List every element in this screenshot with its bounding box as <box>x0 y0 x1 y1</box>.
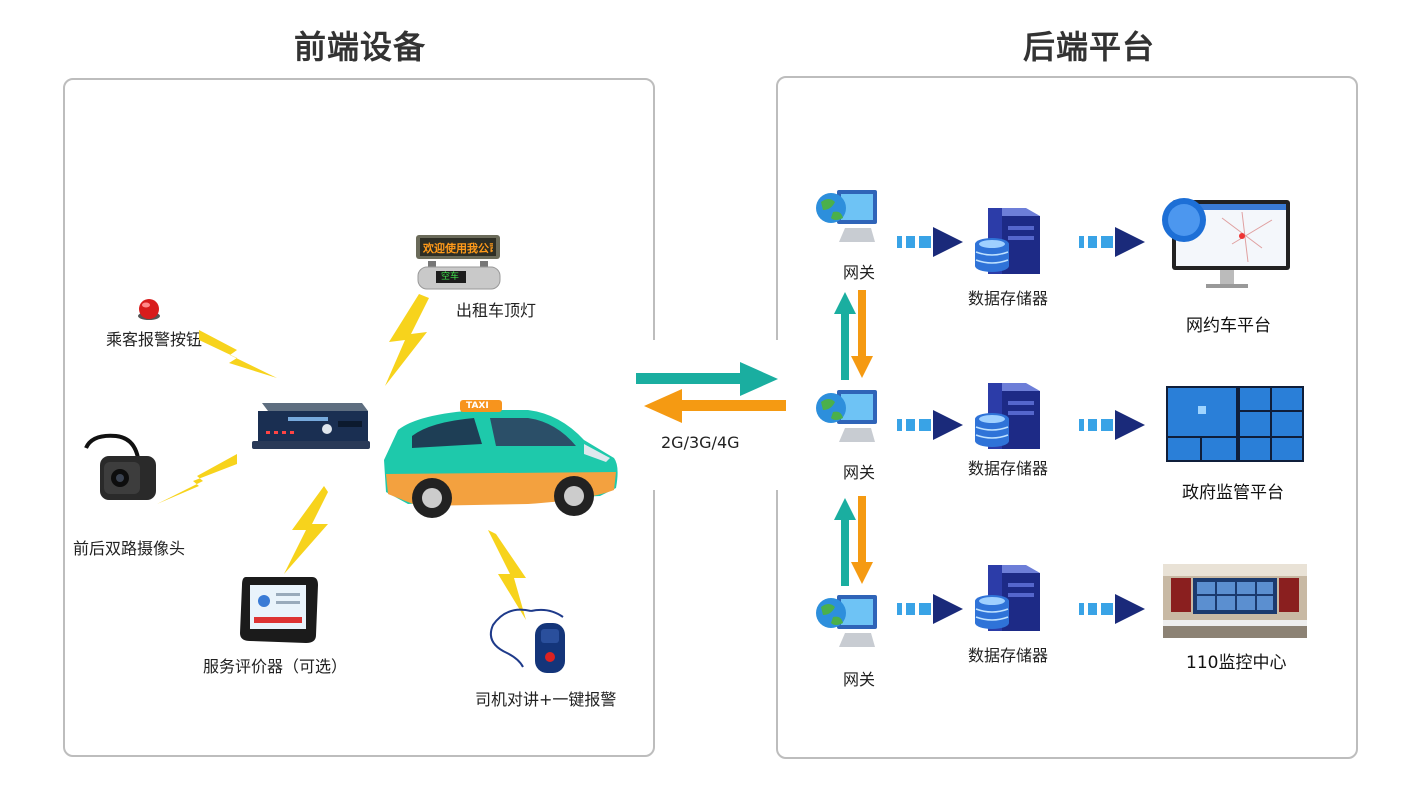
gateway-computer-icon <box>816 390 877 442</box>
gateway-computer-icon <box>816 595 877 647</box>
video-wall-icon <box>1166 386 1304 462</box>
uplink-arrow-icon <box>636 362 778 396</box>
data-storage-label: 数据存储器 <box>968 646 1049 665</box>
dashed-arrow-icon <box>897 227 963 257</box>
lightning-bolt-icon <box>157 454 237 504</box>
lightning-bolt-icon <box>385 294 429 386</box>
front-end-title: 前端设备 <box>294 28 427 66</box>
taxi-car-image <box>384 400 618 518</box>
government-platform-label: 政府监管平台 <box>1182 483 1284 503</box>
alarm-button-icon <box>138 299 160 320</box>
taxi-roof-sign-text: TAXI <box>466 401 489 411</box>
gateway-label: 网关 <box>843 670 876 689</box>
dashed-arrow-icon <box>1079 410 1145 440</box>
lightning-bolt-icon <box>488 530 526 620</box>
vertical-down-arrow-icon <box>851 290 873 378</box>
vertical-up-arrow-icon <box>834 292 856 380</box>
service-evaluator-icon <box>240 577 318 643</box>
dashed-arrow-icon <box>897 410 963 440</box>
lightning-bolt-icon <box>199 330 277 378</box>
ride-hailing-platform-label: 网约车平台 <box>1186 316 1271 336</box>
alarm-button-label: 乘客报警按钮 <box>106 330 203 349</box>
dashed-arrow-icon <box>1079 594 1145 624</box>
service-evaluator-label: 服务评价器（可选） <box>203 657 348 676</box>
data-storage-server-icon <box>975 383 1040 449</box>
data-storage-server-icon <box>975 565 1040 631</box>
intercom-label: 司机对讲+一键报警 <box>475 690 617 709</box>
taxi-roof-light-icon <box>416 235 501 290</box>
back-end-title: 后端平台 <box>1023 28 1156 66</box>
gateway-computer-icon <box>816 190 877 242</box>
network-type-label: 2G/3G/4G <box>661 433 740 452</box>
intercom-microphone-icon <box>489 608 565 673</box>
gateway-label: 网关 <box>843 463 876 482</box>
taxi-roof-light-label: 出租车顶灯 <box>456 301 537 320</box>
downlink-arrow-icon <box>644 389 786 423</box>
gateway-label: 网关 <box>843 263 876 282</box>
data-storage-label: 数据存储器 <box>968 289 1049 308</box>
dashed-arrow-icon <box>897 594 963 624</box>
police-monitoring-center-label: 110监控中心 <box>1186 653 1287 673</box>
vertical-down-arrow-icon <box>851 496 873 584</box>
dashed-arrow-icon <box>1079 227 1145 257</box>
monitoring-center-room-icon <box>1163 564 1307 638</box>
taxi-light-sign-text: 欢迎使用我公司 <box>423 242 493 255</box>
mdvr-recorder-icon <box>252 403 370 449</box>
camera-label: 前后双路摄像头 <box>73 539 186 558</box>
vertical-up-arrow-icon <box>834 498 856 586</box>
data-storage-server-icon <box>975 208 1040 274</box>
ride-hailing-platform-monitor-icon <box>1162 198 1290 288</box>
lightning-bolt-icon <box>284 486 328 574</box>
camera-icon <box>84 433 156 500</box>
taxi-light-vacancy-text: 空车 <box>441 272 460 282</box>
data-storage-label: 数据存储器 <box>968 459 1049 478</box>
